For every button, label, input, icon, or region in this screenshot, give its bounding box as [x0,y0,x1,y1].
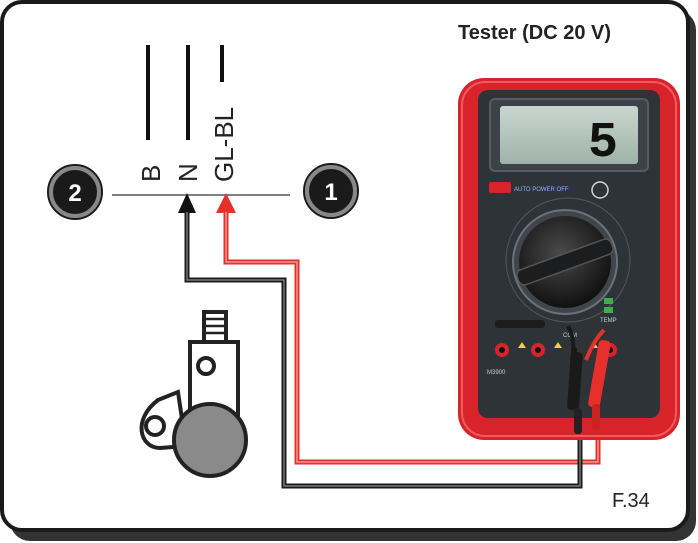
red-probe-arrow [216,193,236,213]
marker-2: 2 [47,164,103,220]
plugged-probes [566,325,611,434]
marker-2-label: 2 [68,180,81,207]
diagram-title: Tester (DC 20 V) [458,22,612,44]
card-slot [495,320,545,328]
sensor-drawing [139,310,248,478]
red-probe-lead-highlight [225,212,599,463]
figure-label: F.34 [612,490,650,512]
rotary-dial-pointer [516,238,614,286]
temp-label: TEMP [600,318,617,324]
multimeter: 5 AUTO POWER OFF TEMP COM M3900 [458,78,680,440]
lcd-screen [500,106,638,164]
wire-label-gl-bl: GL-BL [209,107,239,182]
dial-scale [505,197,631,323]
marker-1-label: 1 [324,179,337,206]
wire-label-b: B [136,165,166,182]
power-button [489,182,511,193]
black-probe-lead-highlight [186,212,581,487]
wire-label-n: N [173,163,203,182]
lcd-reading: 5 [588,115,618,172]
temp-socket-bottom [604,307,613,313]
temp-socket-top [604,298,613,304]
transistor-socket [591,181,609,199]
black-probe-arrow [178,193,196,213]
marker-1: 1 [303,163,359,219]
power-button-label: AUTO POWER OFF [514,187,569,193]
model-label: M3900 [487,370,506,376]
